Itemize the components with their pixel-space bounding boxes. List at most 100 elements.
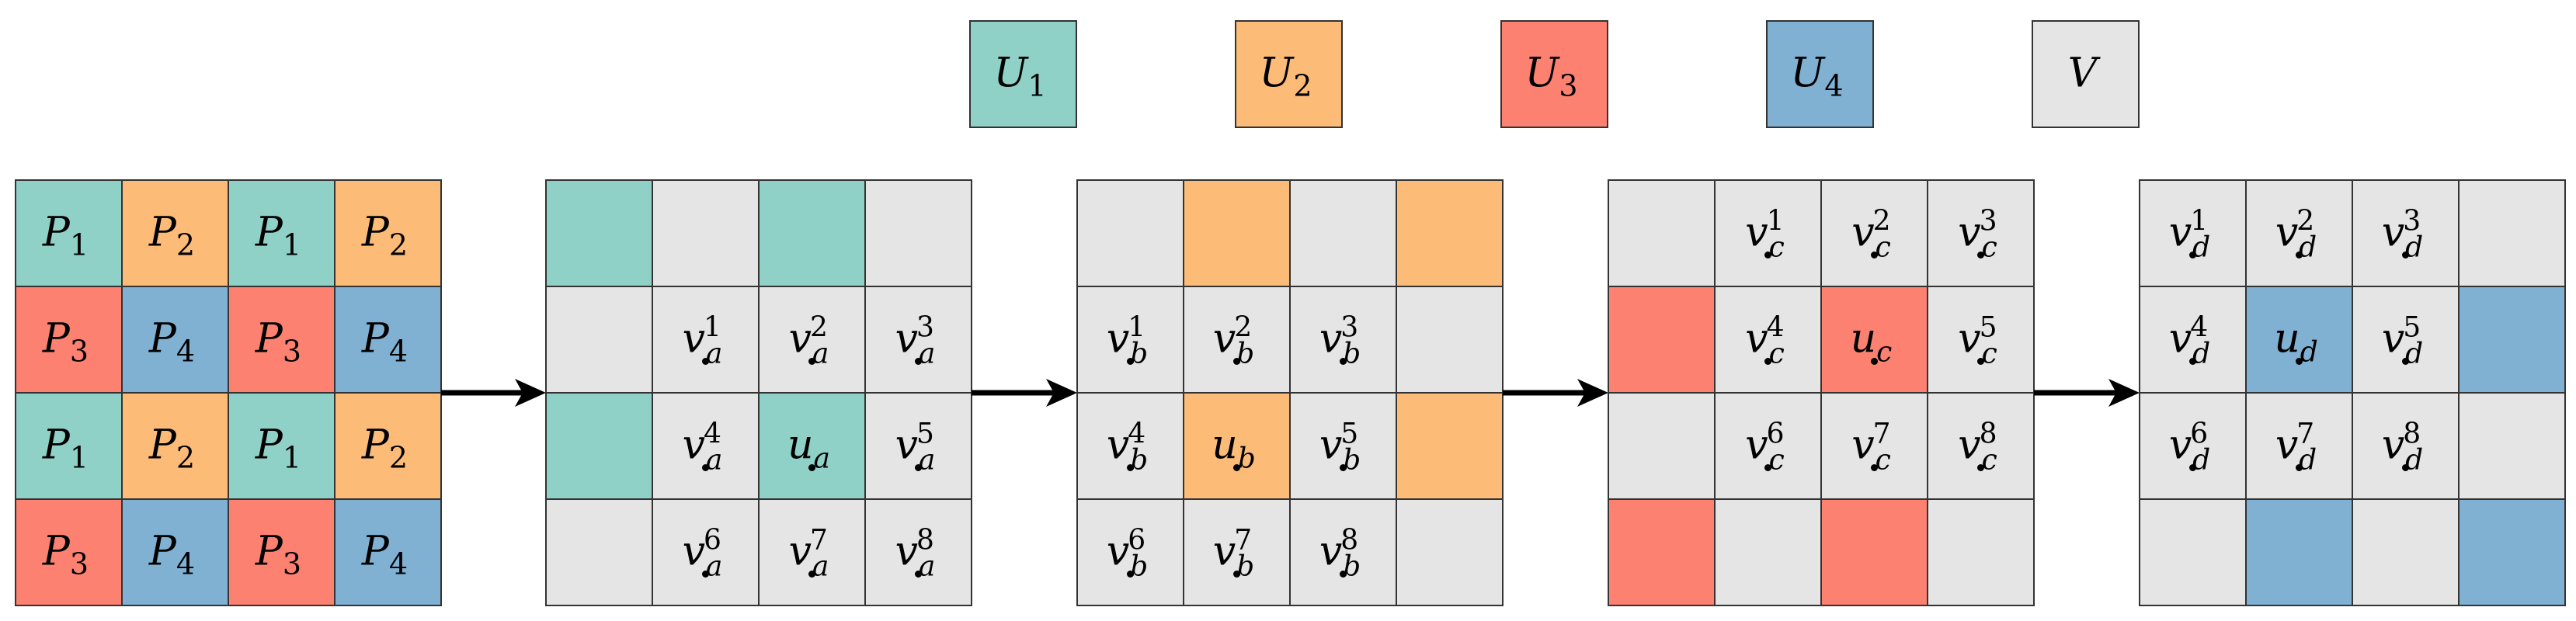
stage-grid-b-cell-r4c1-label-dot — [1127, 571, 1134, 578]
stage-grid-b-cell-r2c3-label-sup: 3 — [1340, 312, 1358, 344]
stage-grid-c-cell-r1c3-label-dot — [1871, 252, 1878, 258]
stage-grid-b-cell-r2c1-label-sub: b — [1130, 338, 1148, 370]
stage-grid-a-cell-r3c3-label: ua — [787, 422, 830, 475]
legend-label-v-base: V — [2068, 50, 2101, 97]
partition-grid-cell-r2c3-label-sub: 3 — [283, 335, 301, 369]
partition-grid-cell-r3c3-label: P1 — [255, 422, 301, 475]
stage-grid-a-cell-r3c4-label-base: v — [895, 422, 918, 469]
stage-grid-d-cell-r1c1-label-dot — [2189, 252, 2196, 258]
stage-grid-c-cell-r3c3 — [1820, 392, 1928, 500]
arrow-2-head — [1046, 379, 1077, 407]
stage-grid-b-cell-r4c2-label-sup: 7 — [1234, 525, 1252, 557]
stage-grid-c-cell-r2c2 — [1714, 286, 1822, 394]
stage-grid-c-cell-r3c4 — [1927, 392, 2035, 500]
stage-grid-c-cell-r3c2-label-base: v — [1745, 422, 1768, 469]
partition-grid-cell-r2c2-label-base: P — [148, 316, 177, 363]
stage-grid-b-cell-r3c2 — [1183, 392, 1291, 500]
stage-grid-c-cell-r2c3-label: uc — [1851, 316, 1893, 369]
partition-grid-cell-r2c1-label-sub: 3 — [70, 335, 89, 369]
stage-grid-b-cell-r4c1-label-sup: 6 — [1128, 525, 1145, 557]
stage-grid-c-cell-r2c3-label-base: u — [1851, 316, 1877, 363]
stage-grid-d-cell-r3c2-label-sup: 7 — [2296, 418, 2314, 450]
partition-grid-cell-r4c1-label-sub: 3 — [70, 547, 89, 581]
partition-grid-cell-r3c3 — [228, 392, 335, 500]
stage-grid-b-cell-r4c3-label-base: v — [1319, 529, 1342, 575]
stage-grid-a-cell-r2c4-label-sub: a — [919, 338, 935, 370]
partition-grid-cell-r1c2-label: P2 — [148, 210, 195, 262]
stage-grid-b-cell-r3c2-label-sub: b — [1238, 443, 1256, 475]
partition-grid-cell-r4c2-label: P4 — [148, 529, 195, 581]
partition-grid-cell-r4c4 — [334, 498, 442, 606]
stage-grid-b-cell-r4c3-label-sup: 8 — [1340, 525, 1358, 557]
stage-grid-b-cell-r3c1-label-sub: b — [1130, 445, 1148, 477]
stage-grid-b-cell-r2c4 — [1396, 286, 1504, 394]
stage-grid-b-cell-r3c1-label-sup: 4 — [1128, 418, 1145, 450]
stage-grid-a-cell-r2c4-label-dot — [915, 358, 922, 365]
stage-grid-a-cell-r2c4-label-base: v — [895, 316, 918, 363]
stage-grid-a-cell-r3c2 — [652, 392, 760, 500]
stage-grid-d-cell-r4c2 — [2245, 498, 2353, 606]
partition-grid-cell-r4c2-label-sub: 4 — [176, 547, 195, 581]
stage-grid-d-cell-r3c3-label-sub: d — [2405, 445, 2423, 477]
stage-grid-c-cell-r1c2 — [1714, 179, 1822, 287]
stage-grid-a-cell-r3c4 — [864, 392, 972, 500]
partition-grid-cell-r3c4-label: P2 — [361, 422, 408, 475]
stage-grid-b-cell-r4c3-label-dot — [1340, 571, 1347, 578]
stage-grid-c-cell-r3c2 — [1714, 392, 1822, 500]
partition-grid-cell-r3c1-label-sub: 1 — [70, 441, 89, 475]
stage-grid-d-cell-r2c2-label: ud — [2274, 316, 2318, 369]
stage-grid-d-cell-r3c1-label-sup: 6 — [2190, 418, 2208, 450]
partition-grid-cell-r4c4-label-base: P — [361, 529, 390, 575]
stage-grid-b-cell-r2c1-label-base: v — [1107, 316, 1129, 363]
partition-grid-cell-r2c1 — [15, 286, 123, 394]
stage-grid-d-cell-r3c3-label-base: v — [2382, 422, 2404, 469]
stage-grid-a-cell-r2c2-label-sub: a — [706, 338, 722, 370]
stage-grid-b-cell-r2c2-label-dot — [1233, 358, 1240, 365]
stage-grid-c-cell-r1c3-label-sub: c — [1876, 232, 1891, 264]
stage-grid-c-cell-r1c2-label-dot — [1764, 252, 1771, 258]
partition-grid-cell-r3c4-label-sub: 2 — [389, 441, 408, 475]
stage-grid-d-cell-r3c2 — [2245, 392, 2353, 500]
stage-grid-a-cell-r4c2-label-dot — [702, 571, 709, 578]
stage-grid-b-cell-r2c3 — [1289, 286, 1397, 394]
stage-grid-b-cell-r3c1-label-base: v — [1107, 422, 1129, 469]
stage-grid-a-cell-r3c3 — [758, 392, 866, 500]
stage-grid-a-cell-r3c2-label-sup: 4 — [704, 418, 721, 450]
stage-grid-a-cell-r4c2-label-sup: 6 — [704, 525, 721, 557]
stage-grid-b-cell-r3c1 — [1076, 392, 1184, 500]
partition-grid-cell-r1c4-label-base: P — [361, 210, 390, 256]
arrow-1-head — [515, 379, 546, 407]
legend-label-u2-sub: 2 — [1293, 69, 1312, 103]
stage-grid-b-cell-r3c3-label-dot — [1340, 464, 1347, 471]
stage-grid-b-cell-r2c2-label-sup: 2 — [1234, 312, 1252, 344]
stage-grid-a-cell-r2c3-label-base: v — [789, 316, 812, 363]
stage-grid-b-cell-r2c3-label-sub: b — [1343, 338, 1361, 370]
legend-swatch-u3 — [1500, 20, 1608, 128]
stage-grid-a-cell-r3c2-label-sub: a — [706, 445, 722, 477]
stage-grid-a-cell-r1c2 — [652, 179, 760, 287]
stage-grid-b-cell-r4c3-label-sub: b — [1343, 551, 1361, 583]
legend-label-u3: U3 — [1524, 50, 1577, 103]
legend-swatch-u1 — [969, 20, 1077, 128]
stage-grid-d-cell-r2c3-label-sup: 5 — [2403, 312, 2421, 344]
stage-grid-a-cell-r4c4-label-sub: a — [919, 551, 935, 583]
stage-grid-a-cell-r2c2-label-sup: 1 — [704, 312, 721, 344]
partition-grid-cell-r1c2-label-base: P — [148, 210, 177, 256]
partition-grid-cell-r2c1-label: P3 — [42, 316, 89, 369]
stage-grid-d-cell-r4c1 — [2139, 498, 2247, 606]
stage-grid-a-cell-r3c3-label-dot — [808, 464, 815, 471]
stage-grid-a-cell-r2c2 — [652, 286, 760, 394]
partition-grid-cell-r4c3-label-sub: 3 — [283, 547, 301, 581]
stage-grid-a-cell-r3c4-label-dot — [915, 464, 922, 471]
partition-grid-cell-r3c2-label-base: P — [148, 422, 177, 469]
